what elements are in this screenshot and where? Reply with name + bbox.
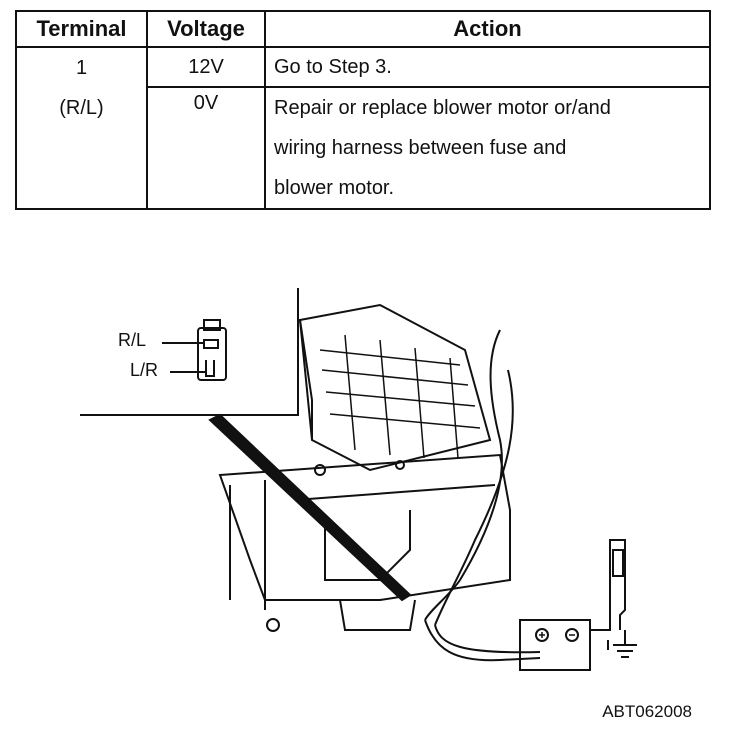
voltage-cell: 12V (146, 46, 266, 88)
voltage-value: 0V (193, 92, 219, 114)
l-r-label: L/R (130, 360, 159, 380)
action-text-line: blower motor. (274, 177, 395, 199)
battery-icon (519, 619, 591, 671)
table-row: 1 (R/L) 12V Go to Step 3. (15, 46, 711, 210)
inset-frame (80, 288, 299, 416)
terminal-wire-color: (R/L) (59, 97, 104, 119)
action-cell: Repair or replace blower motor or/and wi… (264, 86, 711, 210)
probe-lead (590, 539, 626, 650)
header-action: Action (264, 10, 711, 48)
action-text-line: wiring harness between fuse and (274, 137, 567, 159)
voltage-value: 12V (188, 56, 224, 78)
figure-reference-code: ABT062008 (602, 702, 692, 721)
table-row: 0V Repair or replace blower motor or/and… (16, 86, 711, 210)
blower-motor-illustration (80, 288, 637, 671)
terminal-cell: 1 (R/L) (15, 46, 148, 210)
action-text-line: Repair or replace blower motor or/and (274, 97, 611, 119)
header-voltage: Voltage (146, 10, 266, 48)
terminal-voltage-table: Terminal Voltage Action 1 (R/L) 12V Go t… (15, 10, 711, 210)
wiring-harness (424, 329, 541, 662)
terminal-number: 1 (75, 57, 88, 79)
action-cell: Go to Step 3. (264, 46, 711, 88)
pointer-wedge (208, 413, 412, 602)
header-terminal: Terminal (15, 10, 148, 48)
r-l-label: R/L (118, 330, 147, 350)
voltage-cell: 0V (146, 86, 266, 210)
blower-motor-diagram: R/L L/R (80, 280, 640, 700)
action-text: Go to Step 3. (274, 56, 392, 78)
ground-icon (613, 630, 637, 658)
